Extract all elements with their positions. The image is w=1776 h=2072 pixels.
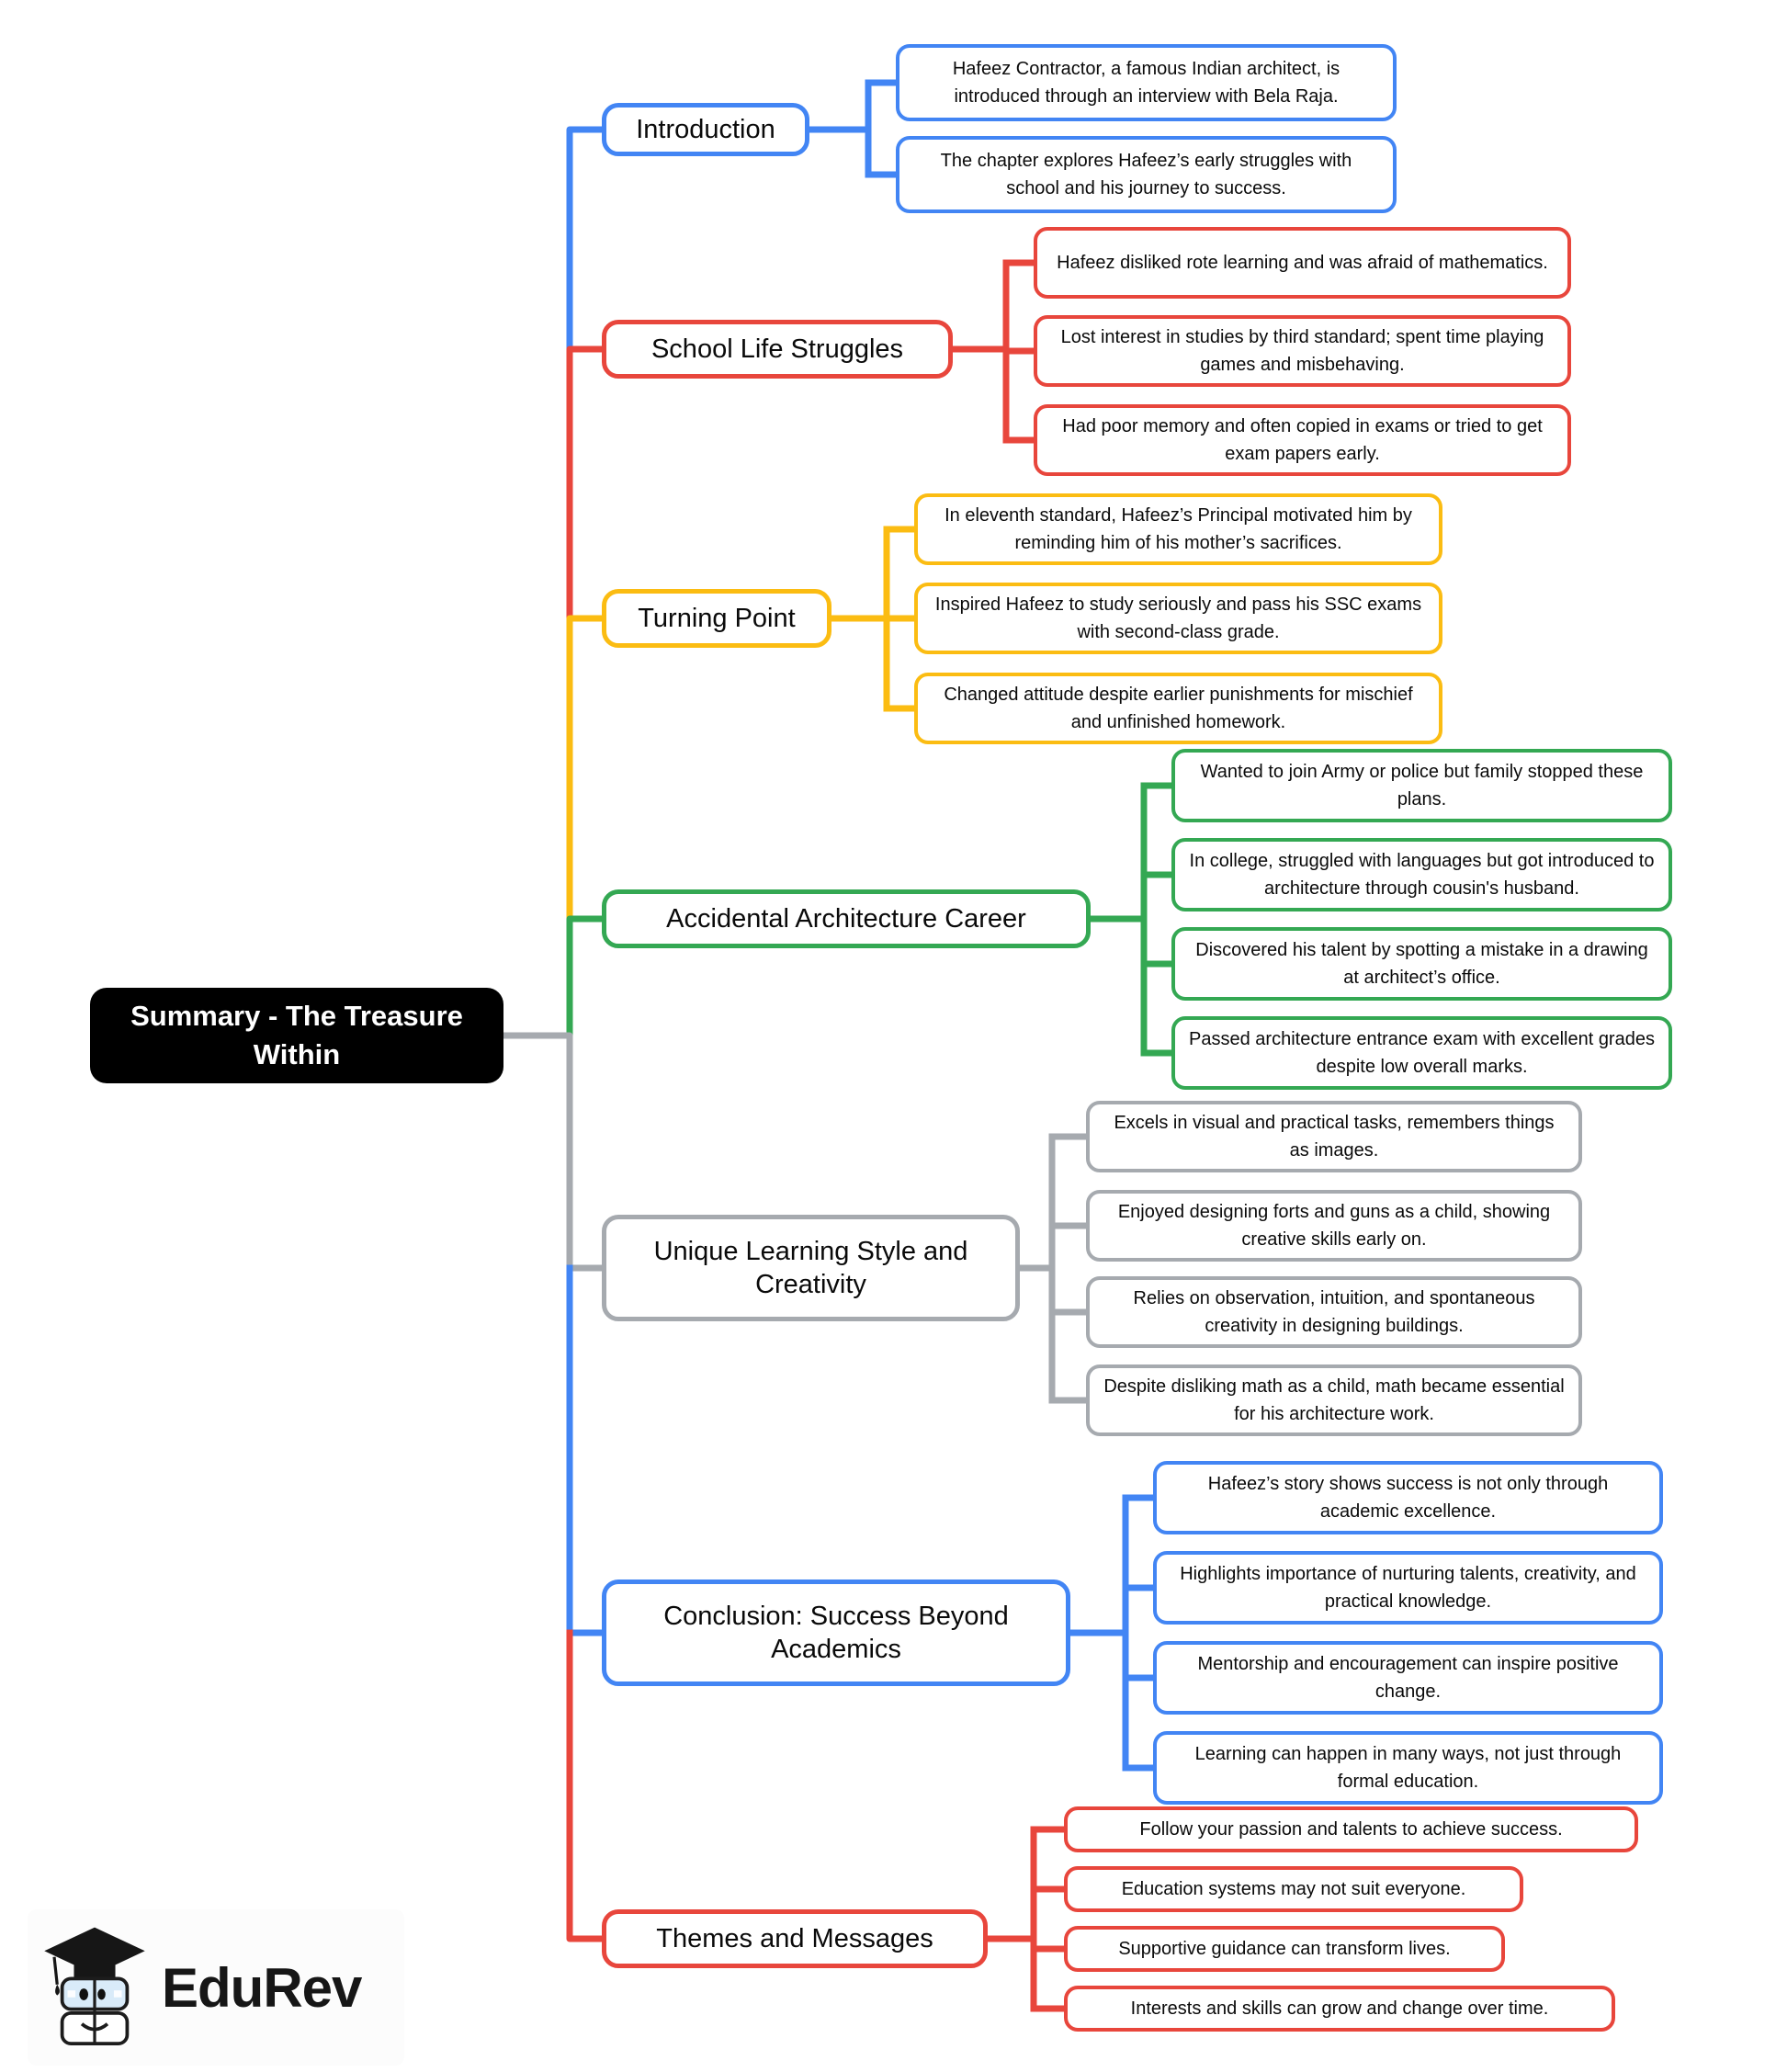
child-node-unique-1: Excels in visual and practical tasks, re… xyxy=(1086,1101,1582,1172)
child-node-conclusion-4: Learning can happen in many ways, not ju… xyxy=(1153,1731,1663,1805)
topic-themes-messages: Themes and Messages xyxy=(602,1909,988,1968)
child-node-accidental-3: Discovered his talent by spotting a mist… xyxy=(1171,927,1672,1001)
child-node-accidental-4: Passed architecture entrance exam with e… xyxy=(1171,1016,1672,1090)
child-node-themes-4: Interests and skills can grow and change… xyxy=(1064,1986,1615,2032)
branch-connector-school-life-struggles xyxy=(566,259,1037,622)
edurev-logo-text: EduRev xyxy=(162,1956,362,2019)
child-node-introduction-2: The chapter explores Hafeez’s early stru… xyxy=(896,136,1397,213)
topic-introduction: Introduction xyxy=(602,103,809,156)
topic-turning-point: Turning Point xyxy=(602,589,831,648)
child-node-unique-3: Relies on observation, intuition, and sp… xyxy=(1086,1276,1582,1348)
edurev-logo: EduRev xyxy=(28,1909,404,2066)
branch-connector-accidental-architecture xyxy=(566,782,1175,1057)
topic-unique-learning: Unique Learning Style and Creativity xyxy=(602,1215,1020,1321)
child-node-themes-1: Follow your passion and talents to achie… xyxy=(1064,1806,1638,1852)
child-node-accidental-2: In college, struggled with languages but… xyxy=(1171,838,1672,911)
child-node-conclusion-3: Mentorship and encouragement can inspire… xyxy=(1153,1641,1663,1715)
topic-school-life-struggles: School Life Struggles xyxy=(602,320,953,379)
branch-connector-conclusion xyxy=(566,1264,1157,1772)
child-node-school-1: Hafeez disliked rote learning and was af… xyxy=(1034,227,1571,299)
child-node-introduction-1: Hafeez Contractor, a famous Indian archi… xyxy=(896,44,1397,121)
root-node: Summary - The Treasure Within xyxy=(90,988,503,1083)
child-node-unique-4: Despite disliking math as a child, math … xyxy=(1086,1364,1582,1436)
child-node-turning-3: Changed attitude despite earlier punishm… xyxy=(914,673,1442,744)
child-node-conclusion-2: Highlights importance of nurturing talen… xyxy=(1153,1551,1663,1625)
child-node-unique-2: Enjoyed designing forts and guns as a ch… xyxy=(1086,1190,1582,1262)
branch-connector-introduction xyxy=(566,79,899,353)
topic-conclusion: Conclusion: Success Beyond Academics xyxy=(602,1579,1070,1686)
branch-connector-unique-learning xyxy=(500,1032,1090,1404)
child-node-school-2: Lost interest in studies by third standa… xyxy=(1034,315,1571,387)
child-node-themes-3: Supportive guidance can transform lives. xyxy=(1064,1926,1505,1972)
child-node-themes-2: Education systems may not suit everyone. xyxy=(1064,1866,1523,1912)
child-node-school-3: Had poor memory and often copied in exam… xyxy=(1034,404,1571,476)
edurev-mascot-icon xyxy=(44,1927,145,2046)
child-node-conclusion-1: Hafeez’s story shows success is not only… xyxy=(1153,1461,1663,1534)
branch-connector-themes xyxy=(566,1629,1068,2012)
child-node-turning-2: Inspired Hafeez to study seriously and p… xyxy=(914,583,1442,654)
branch-connector-turning-point xyxy=(566,526,918,923)
child-node-accidental-1: Wanted to join Army or police but family… xyxy=(1171,749,1672,822)
topic-accidental-architecture: Accidental Architecture Career xyxy=(602,889,1091,948)
child-node-turning-1: In eleventh standard, Hafeez’s Principal… xyxy=(914,493,1442,565)
